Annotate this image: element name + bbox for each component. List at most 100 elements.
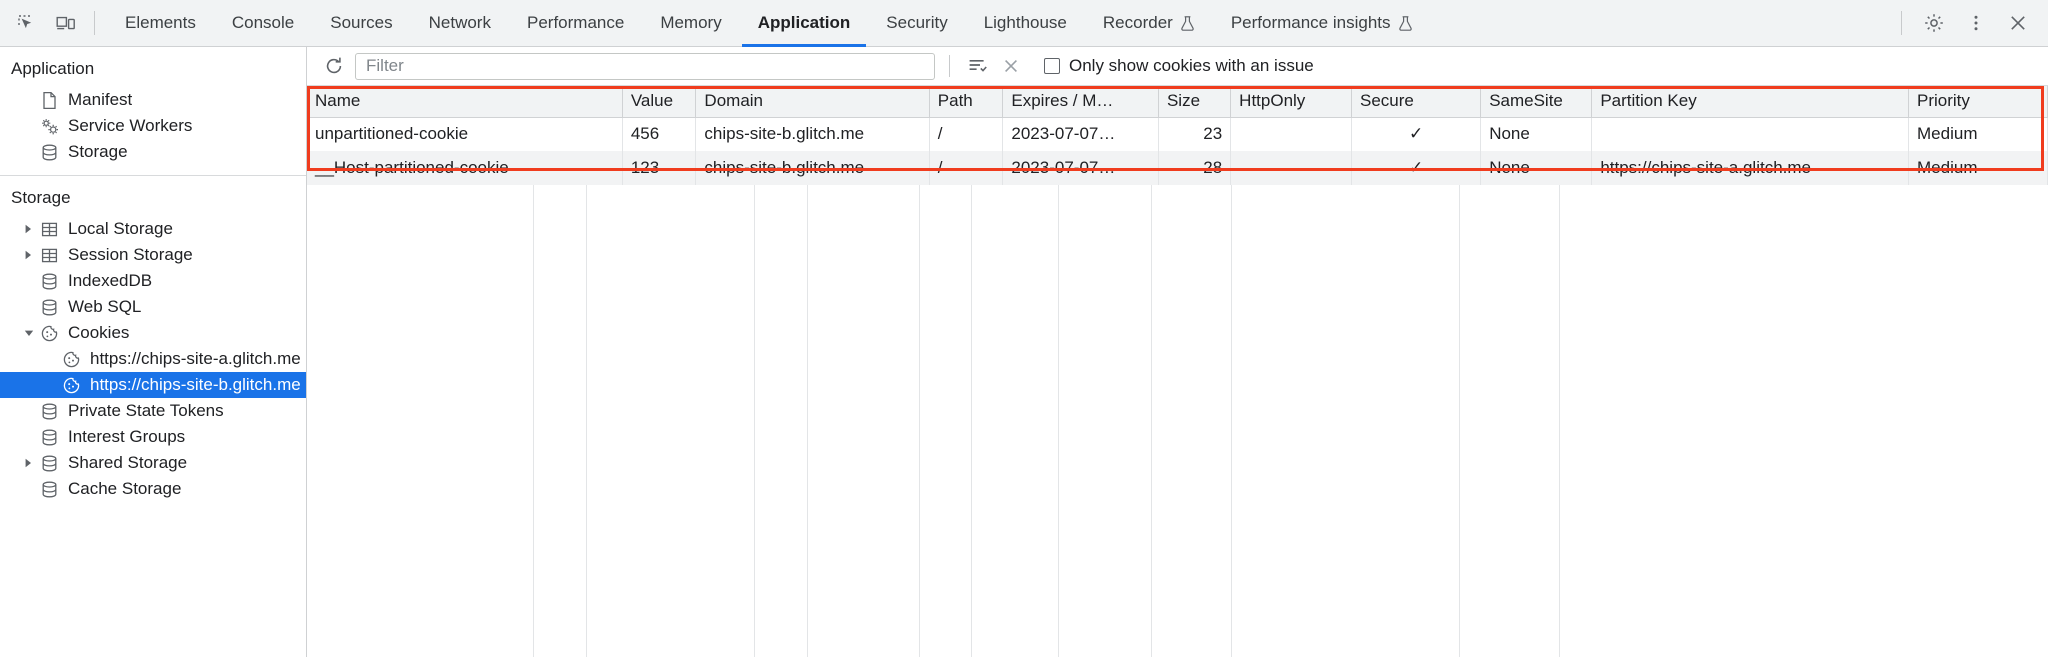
tab-memory-label: Memory	[660, 13, 722, 32]
tab-recorder[interactable]: Recorder	[1085, 0, 1213, 47]
sidebar-item-label: Cache Storage	[68, 479, 182, 498]
cell-partition-key	[1591, 117, 1910, 151]
cookie-icon	[37, 324, 61, 343]
sidebar-item-storage[interactable]: Storage	[0, 139, 306, 165]
storage-section: Storage Local Storage	[0, 176, 306, 512]
filter-input-wrapper[interactable]	[355, 52, 935, 80]
chevron-right-icon[interactable]	[20, 224, 37, 234]
column-header-httponly[interactable]: HttpOnly	[1230, 86, 1353, 118]
filter-input[interactable]	[364, 55, 926, 77]
chevron-right-icon[interactable]	[20, 458, 37, 468]
sidebar-item-cache-storage[interactable]: Cache Storage	[0, 476, 306, 502]
table-row[interactable]: __Host-partitioned-cookie 123 chips-site…	[307, 151, 2048, 185]
table-grid-icon	[37, 246, 61, 265]
sidebar-item-label: https://chips-site-b.glitch.me	[90, 375, 301, 394]
clear-all-x-icon[interactable]	[994, 51, 1028, 81]
sidebar-item-label: Session Storage	[68, 245, 193, 264]
sidebar-item-label: Cookies	[68, 323, 130, 342]
sidebar-item-label: Service Workers	[68, 116, 193, 135]
column-header-value[interactable]: Value	[622, 86, 697, 118]
cell-path: /	[929, 117, 1004, 151]
sidebar-item-chips-site-b[interactable]: https://chips-site-b.glitch.me	[0, 372, 306, 398]
kebab-menu-icon[interactable]	[1956, 4, 1996, 42]
tab-network[interactable]: Network	[411, 0, 509, 47]
column-header-partition-key[interactable]: Partition Key	[1591, 86, 1910, 118]
application-section: Application Manifest	[0, 47, 306, 176]
cookie-icon	[59, 350, 83, 369]
cell-name: __Host-partitioned-cookie	[307, 151, 623, 185]
tab-security-label: Security	[886, 13, 948, 32]
tab-application[interactable]: Application	[740, 0, 869, 47]
column-header-size[interactable]: Size	[1158, 86, 1232, 118]
database-icon	[37, 298, 61, 317]
cookies-table-container: Name Value Domain Path Expires / M… Size…	[307, 86, 2048, 657]
sidebar-item-chips-site-a[interactable]: https://chips-site-a.glitch.me	[0, 346, 306, 372]
database-icon	[37, 454, 61, 473]
sidebar-item-manifest[interactable]: Manifest	[0, 87, 306, 113]
cell-httponly	[1230, 117, 1353, 151]
tab-performance-label: Performance	[526, 13, 625, 32]
tab-elements[interactable]: Elements	[107, 0, 214, 47]
chevron-down-icon[interactable]	[20, 329, 37, 338]
column-header-secure[interactable]: Secure	[1351, 86, 1482, 118]
cell-samesite: None	[1480, 151, 1593, 185]
tab-network-label: Network	[428, 13, 491, 32]
sidebar-item-interest-groups[interactable]: Interest Groups	[0, 424, 306, 450]
tab-lighthouse[interactable]: Lighthouse	[966, 0, 1085, 47]
tab-memory[interactable]: Memory	[642, 0, 739, 47]
sidebar-item-shared-storage[interactable]: Shared Storage	[0, 450, 306, 476]
table-row[interactable]: unpartitioned-cookie 456 chips-site-b.gl…	[307, 117, 2048, 151]
tab-recorder-label: Recorder	[1102, 13, 1173, 32]
toolbar-divider-right	[1901, 11, 1902, 35]
refresh-icon[interactable]	[317, 51, 351, 81]
gear-icon[interactable]	[1914, 4, 1954, 42]
sidebar-item-indexeddb[interactable]: IndexedDB	[0, 268, 306, 294]
panel-tab-list: Elements Console Sources Network Perform…	[107, 0, 1431, 47]
tab-performance-insights-label: Performance insights	[1230, 13, 1391, 32]
column-header-path[interactable]: Path	[929, 86, 1004, 118]
tab-console-label: Console	[231, 13, 295, 32]
service-workers-gear-icon	[37, 117, 61, 136]
only-show-issues-checkbox-row[interactable]: Only show cookies with an issue	[1044, 56, 1314, 76]
cell-value: 456	[622, 117, 697, 151]
application-sidebar: Application Manifest	[0, 47, 307, 657]
application-section-title: Application	[11, 59, 95, 78]
cell-partition-key: https://chips-site-a.glitch.me	[1591, 151, 1910, 185]
device-toolbar-icon[interactable]	[46, 4, 86, 42]
inspect-element-icon[interactable]	[6, 4, 46, 42]
cell-domain: chips-site-b.glitch.me	[695, 117, 930, 151]
cell-expires: 2023-07-07…	[1002, 117, 1159, 151]
cookies-panel: Only show cookies with an issue	[307, 47, 2048, 657]
tab-console[interactable]: Console	[214, 0, 312, 47]
tab-performance-insights[interactable]: Performance insights	[1213, 0, 1431, 47]
close-icon[interactable]	[1998, 4, 2038, 42]
cell-value: 123	[622, 151, 697, 185]
sidebar-item-private-state-tokens[interactable]: Private State Tokens	[0, 398, 306, 424]
sidebar-item-web-sql[interactable]: Web SQL	[0, 294, 306, 320]
column-header-priority[interactable]: Priority	[1908, 86, 2048, 118]
sidebar-item-label: Private State Tokens	[68, 401, 224, 420]
sidebar-item-cookies[interactable]: Cookies	[0, 320, 306, 346]
cell-secure: ✓	[1351, 117, 1482, 151]
sidebar-item-local-storage[interactable]: Local Storage	[0, 216, 306, 242]
column-header-name[interactable]: Name	[307, 86, 623, 118]
tab-security[interactable]: Security	[868, 0, 965, 47]
sidebar-item-service-workers[interactable]: Service Workers	[0, 113, 306, 139]
tab-performance[interactable]: Performance	[509, 0, 642, 47]
cell-size: 23	[1158, 117, 1232, 151]
cell-httponly	[1230, 151, 1353, 185]
only-show-issues-checkbox[interactable]	[1044, 58, 1060, 74]
column-header-domain[interactable]: Domain	[695, 86, 930, 118]
sidebar-item-label: https://chips-site-a.glitch.me	[90, 349, 301, 368]
manifest-document-icon	[37, 91, 61, 110]
cookie-icon	[59, 376, 83, 395]
clear-filters-icon[interactable]	[960, 51, 994, 81]
column-header-expires[interactable]: Expires / M…	[1002, 86, 1159, 118]
database-icon	[37, 272, 61, 291]
column-header-samesite[interactable]: SameSite	[1480, 86, 1593, 118]
sidebar-item-session-storage[interactable]: Session Storage	[0, 242, 306, 268]
toolbar-right-actions	[1891, 4, 2038, 42]
chevron-right-icon[interactable]	[20, 250, 37, 260]
tab-sources[interactable]: Sources	[312, 0, 410, 47]
